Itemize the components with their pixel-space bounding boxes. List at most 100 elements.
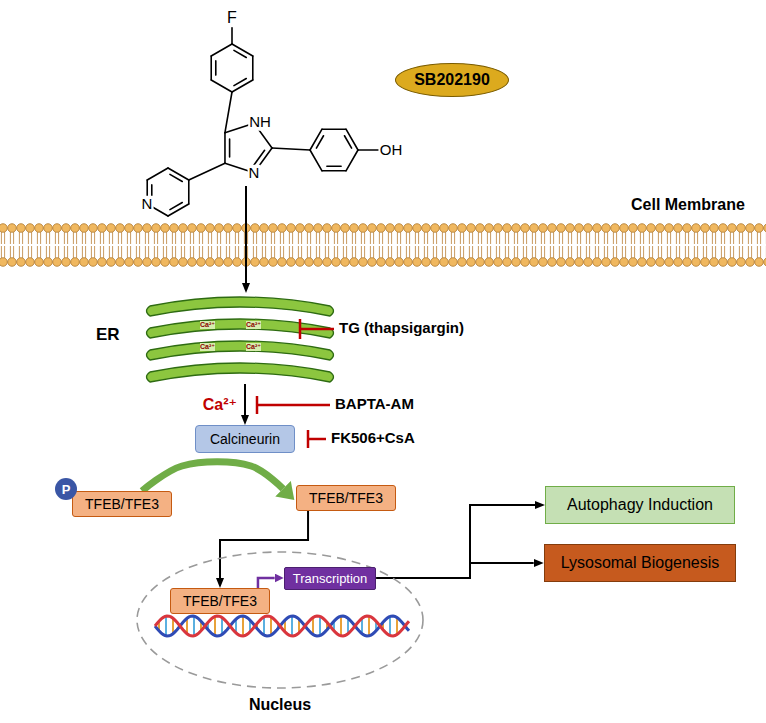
lipid-tail <box>688 232 689 244</box>
lipid-head <box>296 258 305 267</box>
base-pair <box>319 616 321 635</box>
lipid-tail <box>28 246 29 258</box>
lipid-head <box>116 224 125 233</box>
lipid-tail <box>100 246 101 258</box>
lipid-head <box>170 258 179 267</box>
lipid-head <box>512 258 521 267</box>
lipid-tail <box>220 246 221 258</box>
lipid-tail <box>382 246 383 258</box>
lipid-head <box>539 224 548 233</box>
lipid-head <box>647 224 656 233</box>
node-text: Ca²⁺ <box>200 343 215 351</box>
lipid-head <box>26 224 35 233</box>
lipid-tail <box>145 246 146 258</box>
lipid-tail <box>19 246 20 258</box>
dna-strand <box>155 616 409 636</box>
lipid-tail <box>130 232 131 244</box>
base-pair <box>312 618 314 635</box>
lipid-tail <box>532 232 533 244</box>
er-organelle: ERCa²⁺Ca²⁺Ca²⁺Ca²⁺ <box>140 292 340 384</box>
lipid-tail <box>355 232 356 244</box>
lipid-head <box>548 258 557 267</box>
lipid-head <box>737 224 746 233</box>
phosphate-circle: P <box>55 478 77 500</box>
lipid-tail <box>634 246 635 258</box>
lipid-tail <box>244 246 245 258</box>
lipid-head <box>107 258 116 267</box>
node-text: ER <box>96 325 120 345</box>
lipid-tail <box>274 232 275 244</box>
lipid-head <box>341 258 350 267</box>
lipid-tail <box>40 246 41 258</box>
lipid-tail <box>256 246 257 258</box>
lipid-tail <box>31 246 32 258</box>
lipid-head <box>8 258 17 267</box>
lipid-tail <box>235 232 236 244</box>
node-text: P <box>62 482 71 497</box>
lipid-head <box>98 224 107 233</box>
node-text: SB202190 <box>414 71 490 89</box>
lipid-tail <box>676 246 677 258</box>
lipid-tail <box>478 232 479 244</box>
lipid-head <box>665 224 674 233</box>
lipid-head <box>161 224 170 233</box>
lipid-tail <box>499 232 500 244</box>
lipid-tail <box>577 232 578 244</box>
lipid-head <box>188 258 197 267</box>
lipid-head <box>593 224 602 233</box>
lipid-tail <box>139 232 140 244</box>
lipid-head <box>269 224 278 233</box>
lipid-tail <box>364 246 365 258</box>
lipid-head <box>215 224 224 233</box>
lipid-tail <box>55 232 56 244</box>
lipid-tail <box>271 246 272 258</box>
lipid-tail <box>703 246 704 258</box>
lipid-head <box>746 258 755 267</box>
lipid-tail <box>49 246 50 258</box>
lipid-head <box>422 224 431 233</box>
lipid-tail <box>307 246 308 258</box>
lipid-head <box>656 258 665 267</box>
lipid-head <box>71 224 80 233</box>
lipid-tail <box>226 232 227 244</box>
lipid-tail <box>325 246 326 258</box>
lipid-tail <box>469 232 470 244</box>
lipid-tail <box>130 246 131 258</box>
lipid-tail <box>283 246 284 258</box>
lipid-tail <box>343 232 344 244</box>
lipid-tail <box>409 232 410 244</box>
lipid-tail <box>670 232 671 244</box>
lipid-tail <box>730 246 731 258</box>
lipid-tail <box>694 246 695 258</box>
lipid-tail <box>238 246 239 258</box>
lipid-tail <box>118 246 119 258</box>
lipid-head <box>134 224 143 233</box>
lipid-tail <box>238 232 239 244</box>
chemical-bond <box>224 133 226 164</box>
lipid-tail <box>208 246 209 258</box>
chemical-bond <box>358 149 378 151</box>
outcome-box: Lysosomal Biogenesis <box>544 544 737 582</box>
lipid-tail <box>427 232 428 244</box>
lipid-head <box>566 258 575 267</box>
lipid-tail <box>58 246 59 258</box>
lipid-head <box>44 258 53 267</box>
lipid-tail <box>193 246 194 258</box>
lipid-head <box>305 224 314 233</box>
lipid-tail <box>685 232 686 244</box>
lipid-head <box>584 224 593 233</box>
lipid-tail <box>748 232 749 244</box>
lipid-tail <box>544 246 545 258</box>
lipid-tail <box>253 232 254 244</box>
lipid-tail <box>487 232 488 244</box>
lipid-tail <box>292 232 293 244</box>
lipid-tail <box>550 246 551 258</box>
lipid-tail <box>667 246 668 258</box>
lipid-tail <box>163 232 164 244</box>
lipid-head <box>125 224 134 233</box>
lipid-tail <box>211 246 212 258</box>
lipid-tail <box>676 232 677 244</box>
lipid-head <box>557 258 566 267</box>
chemical-bond <box>310 150 322 171</box>
